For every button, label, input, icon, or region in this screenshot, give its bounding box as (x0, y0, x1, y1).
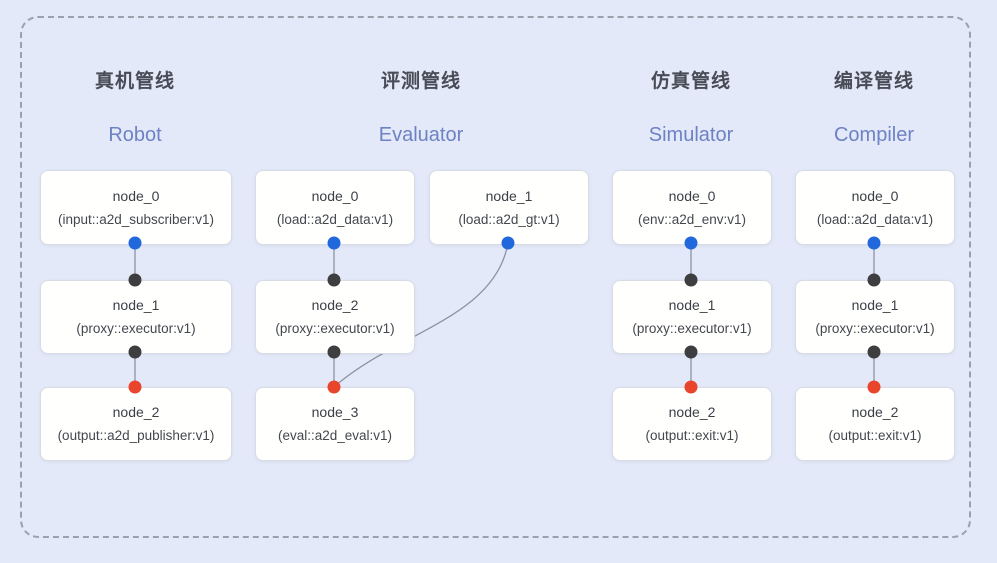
port-dot-blue (128, 236, 142, 250)
node-type: (output::exit:v1) (645, 428, 739, 443)
node-box-compiler-node0: node_0 (load::a2d_data:v1) (795, 170, 955, 245)
node-box-compiler-node2: node_2 (output::exit:v1) (795, 387, 955, 461)
port-dot-blue (501, 236, 515, 250)
port-dot-dark (867, 345, 881, 359)
pipeline-title-zh-simulator: 仿真管线 (650, 71, 731, 92)
node-type: (proxy::executor:v1) (632, 321, 752, 336)
pipeline-title-zh-compiler: 编译管线 (833, 71, 914, 92)
node-title: node_1 (851, 297, 899, 313)
port-dot-dark (128, 273, 142, 287)
node-type: (input::a2d_subscriber:v1) (57, 211, 215, 227)
node-title: node_2 (851, 404, 899, 420)
port-dot-dark (128, 345, 142, 359)
node-box-robot-node1: node_1 (proxy::executor:v1) (40, 280, 232, 354)
node-box-evaluator-node2: node_2 (proxy::executor:v1) (255, 280, 415, 354)
node-type: (proxy::executor:v1) (275, 321, 395, 336)
node-box-compiler-node1: node_1 (proxy::executor:v1) (795, 280, 955, 354)
node-type: (load::a2d_gt:v1) (458, 211, 560, 227)
node-title: node_0 (112, 187, 160, 204)
node-type: (load::a2d_data:v1) (276, 211, 394, 227)
node-type: (eval::a2d_eval:v1) (277, 428, 393, 443)
node-box-simulator-node1: node_1 (proxy::executor:v1) (612, 280, 772, 354)
node-type: (env::a2d_env:v1) (637, 211, 747, 227)
port-dot-red (867, 380, 881, 394)
port-dot-dark (684, 345, 698, 359)
node-title: node_0 (851, 187, 899, 204)
node-type: (output::a2d_publisher:v1) (57, 428, 215, 443)
pipeline-title-zh-robot: 真机管线 (94, 71, 175, 92)
node-box-simulator-node0: node_0 (env::a2d_env:v1) (612, 170, 772, 245)
node-type: (load::a2d_data:v1) (816, 211, 934, 227)
pipeline-title-en-compiler: Compiler (833, 124, 915, 146)
port-dot-dark (684, 273, 698, 287)
node-title: node_1 (112, 297, 160, 313)
node-title: node_0 (311, 187, 359, 204)
node-title: node_0 (668, 187, 716, 204)
node-title: node_2 (311, 297, 359, 313)
node-title: node_1 (485, 187, 533, 204)
node-box-evaluator-node3: node_3 (eval::a2d_eval:v1) (255, 387, 415, 461)
node-title: node_3 (311, 404, 359, 420)
port-dot-red (128, 380, 142, 394)
dashed-frame (20, 16, 971, 538)
pipeline-title-zh-evaluator: 评测管线 (380, 71, 461, 92)
port-dot-dark (327, 345, 341, 359)
port-dot-dark (327, 273, 341, 287)
port-dot-blue (684, 236, 698, 250)
pipeline-title-en-evaluator: Evaluator (378, 124, 464, 146)
port-dot-blue (867, 236, 881, 250)
port-dot-red (684, 380, 698, 394)
port-dot-dark (867, 273, 881, 287)
node-box-simulator-node2: node_2 (output::exit:v1) (612, 387, 772, 461)
node-type: (output::exit:v1) (828, 428, 922, 443)
node-box-robot-node2: node_2 (output::a2d_publisher:v1) (40, 387, 232, 461)
node-box-evaluator-node1: node_1 (load::a2d_gt:v1) (429, 170, 589, 245)
node-box-robot-node0: node_0 (input::a2d_subscriber:v1) (40, 170, 232, 245)
pipeline-title-en-robot: Robot (108, 124, 162, 146)
node-type: (proxy::executor:v1) (815, 321, 935, 336)
port-dot-blue (327, 236, 341, 250)
node-box-evaluator-node0: node_0 (load::a2d_data:v1) (255, 170, 415, 245)
node-title: node_2 (112, 404, 160, 420)
node-title: node_2 (668, 404, 716, 420)
node-type: (proxy::executor:v1) (76, 321, 196, 336)
node-title: node_1 (668, 297, 716, 313)
edge-curve-gt-to-eval (333, 242, 509, 388)
pipeline-title-en-simulator: Simulator (648, 124, 734, 146)
port-dot-red (327, 380, 341, 394)
